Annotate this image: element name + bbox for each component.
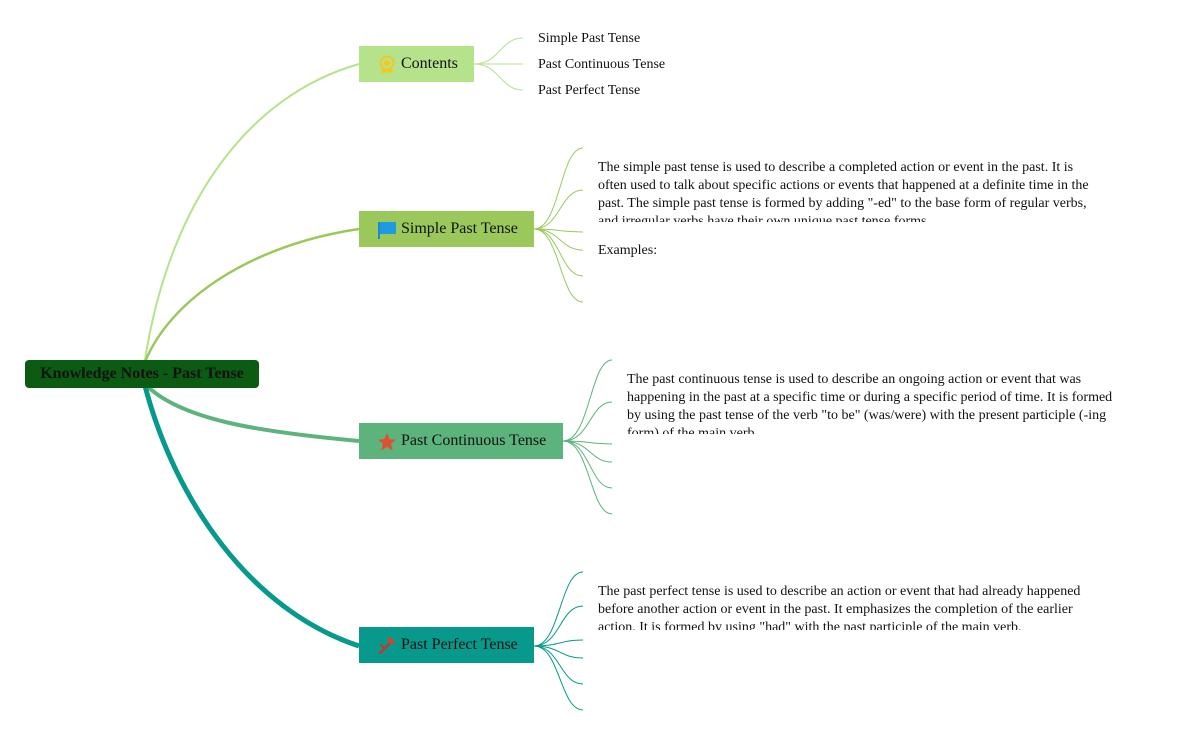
root-node[interactable]: Knowledge Notes - Past Tense: [25, 360, 259, 388]
contents-item-perfect[interactable]: Past Perfect Tense: [538, 83, 641, 98]
contents-label: Contents: [401, 55, 458, 72]
contents-node[interactable]: Contents: [359, 46, 474, 82]
contents-item-continuous[interactable]: Past Continuous Tense: [538, 57, 666, 72]
past-perfect-description: The past perfect tense is used to descri…: [598, 584, 1081, 630]
simple-past-description: The simple past tense is used to describ…: [598, 160, 1089, 222]
edge-root-simple: [143, 227, 360, 363]
past-continuous-node[interactable]: Past Continuous Tense: [359, 423, 563, 459]
contents-item-simple[interactable]: Simple Past Tense: [538, 31, 641, 46]
simple-past-label: Simple Past Tense: [401, 220, 518, 237]
past-perfect-node[interactable]: Past Perfect Tense: [359, 627, 534, 663]
root-label: Knowledge Notes - Past Tense: [40, 365, 244, 382]
edge-root-contents: [144, 63, 360, 361]
edge-root-perfect: [142, 385, 360, 649]
past-continuous-description: The past continuous tense is used to des…: [627, 372, 1113, 434]
simple-past-examples-label: Examples:: [598, 243, 658, 258]
hammer-icon: [377, 636, 397, 656]
past-perfect-label: Past Perfect Tense: [401, 636, 518, 653]
medal-icon: [377, 55, 397, 75]
simple-past-node[interactable]: Simple Past Tense: [359, 211, 534, 247]
edge-root-continuous: [143, 382, 360, 443]
past-continuous-label: Past Continuous Tense: [401, 432, 547, 449]
star-icon: [377, 432, 397, 452]
flag-icon: [377, 220, 397, 240]
